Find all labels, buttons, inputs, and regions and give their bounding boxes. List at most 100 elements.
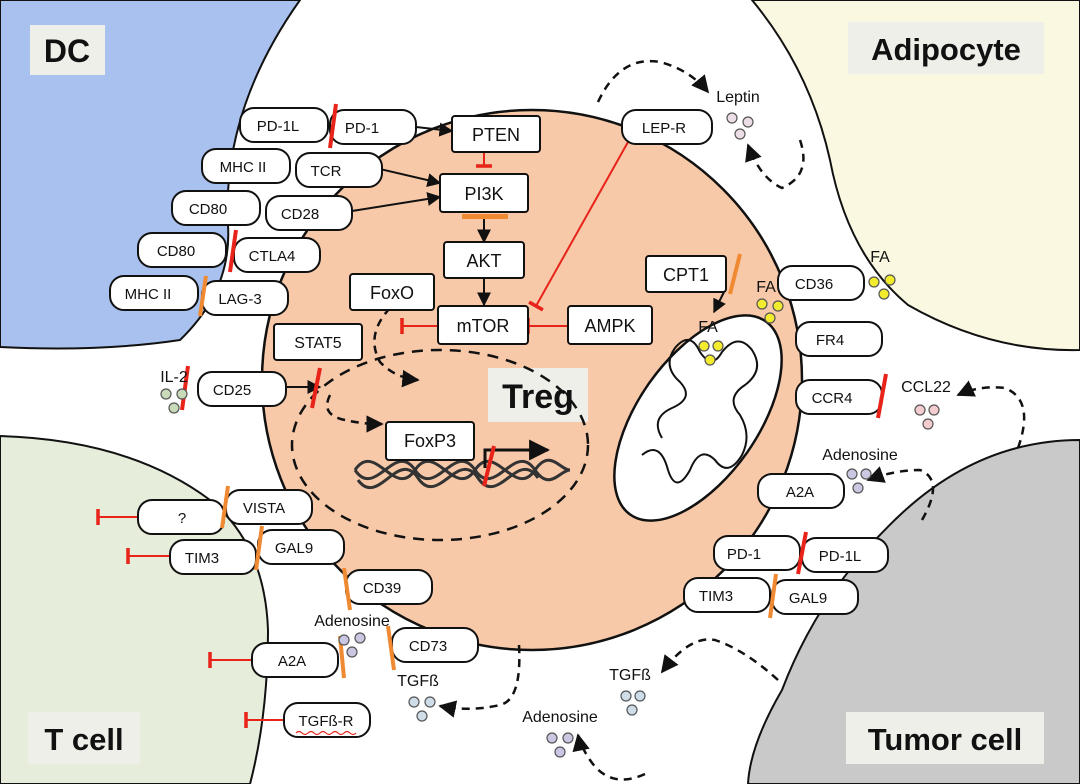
pill-tim3-right[interactable]: TIM3 [683,577,771,613]
nucleus-dashed [290,348,590,542]
svg-text:MHC II: MHC II [220,159,267,176]
pill-vista[interactable]: VISTA [225,489,313,525]
pill-dc-mhc2-b[interactable]: MHC II [109,275,199,311]
fa-dot [698,340,710,352]
adenosine-dot [338,634,350,646]
pill-gal9[interactable]: GAL9 [257,529,345,565]
pill-dc-pd1l[interactable]: PD-1L [239,107,329,143]
adenosine-bottom-label: Adenosine [522,709,598,726]
pill-tcell-unknown[interactable]: ? [137,499,225,535]
pill-lepr[interactable]: LEP-R [621,109,713,145]
svg-text:PTEN: PTEN [472,125,520,145]
box-pten[interactable]: PTEN [451,115,541,153]
svg-text:CD25: CD25 [213,382,251,399]
svg-text:CD39: CD39 [363,580,401,597]
svg-text:AMPK: AMPK [584,316,635,336]
pill-tumor-pd1l[interactable]: PD-1L [801,537,889,573]
svg-text:TCR: TCR [311,163,342,180]
pill-tcr[interactable]: TCR [295,152,383,188]
fa-dot [772,300,784,312]
leptin-dot [726,112,738,124]
leptin-label: Leptin [716,89,760,106]
inhibition-lines [96,141,629,728]
svg-text:MHC II: MHC II [125,286,172,303]
svg-text:CCR4: CCR4 [812,390,853,407]
svg-text:PD-1L: PD-1L [819,548,862,565]
pill-cd28[interactable]: CD28 [265,195,353,231]
adenosine-dot [546,732,558,744]
leptin-dot [742,116,754,128]
svg-text:LAG-3: LAG-3 [218,291,261,308]
svg-text:TGFß-R: TGFß-R [299,713,354,730]
adipocyte-cell-shape [750,0,1080,352]
ccl22-dot [914,404,926,416]
pi3k-orange-block [462,214,508,219]
svg-text:CD28: CD28 [281,206,319,223]
pill-cd25[interactable]: CD25 [197,371,287,407]
pill-lag3[interactable]: LAG-3 [201,280,289,316]
svg-text:STAT5: STAT5 [294,335,342,352]
box-foxo[interactable]: FoxO [349,273,435,311]
pill-pd1[interactable]: PD-1 [329,109,417,145]
box-cpt1[interactable]: CPT1 [645,255,727,293]
svg-text:AKT: AKT [466,251,501,271]
fa-dot [868,276,880,288]
foxp3-promoter-block [482,445,496,487]
il2-dot [168,402,180,414]
box-foxp3[interactable]: FoxP3 [385,421,475,461]
svg-text:?: ? [178,510,186,527]
adipocyte-label: Adipocyte [871,32,1021,67]
tcell-label: T cell [44,722,123,757]
pill-fr4[interactable]: FR4 [795,321,883,357]
tcell-label-bg [28,712,140,764]
pill-tcell-tgfbr[interactable]: TGFß-R [283,702,371,738]
tgfb-dot [634,690,646,702]
svg-text:CD36: CD36 [795,276,833,293]
pill-ccr4[interactable]: CCR4 [795,379,883,415]
pill-dc-mhc2-a[interactable]: MHC II [201,148,291,184]
leptin-dot [734,128,746,140]
svg-text:PD-1L: PD-1L [257,118,300,135]
dc-label-bg [30,25,105,75]
svg-text:FR4: FR4 [816,332,844,349]
box-pi3k[interactable]: PI3K [439,173,529,213]
pill-tcell-a2a[interactable]: A2A [251,642,339,678]
box-stat5[interactable]: STAT5 [273,323,363,361]
svg-text:PD-1: PD-1 [345,120,379,137]
treg-label: Treg [502,378,574,416]
box-akt[interactable]: AKT [443,241,525,279]
pill-pd1-right[interactable]: PD-1 [713,535,801,571]
adenosine-dot [346,646,358,658]
pill-dc-cd80-b[interactable]: CD80 [137,232,227,268]
svg-text:VISTA: VISTA [243,500,285,517]
fa-dot [712,340,724,352]
pill-dc-cd80-a[interactable]: CD80 [171,190,261,226]
dna-helix-icon [353,458,571,489]
tgfb-dot [408,696,420,708]
pill-ctla4[interactable]: CTLA4 [233,237,321,273]
box-mtor[interactable]: mTOR [437,305,529,345]
tgfb-left-label: TGFß [397,673,439,690]
pill-tcell-tim3[interactable]: TIM3 [169,539,257,575]
fa-mid-label: FA [756,279,776,296]
adenosine-right-label: Adenosine [822,447,898,464]
transcription-arrow-icon [483,439,551,468]
tumor-label-bg [846,712,1044,764]
adenosine-dot [554,746,566,758]
pill-cd36[interactable]: CD36 [777,265,865,301]
pill-cd73[interactable]: CD73 [391,627,479,663]
svg-text:GAL9: GAL9 [789,590,827,607]
box-ampk[interactable]: AMPK [567,305,653,345]
dc-label: DC [44,33,90,69]
pill-tumor-gal9[interactable]: GAL9 [771,579,859,615]
svg-text:PD-1: PD-1 [727,546,761,563]
soluble-dots [160,112,940,758]
fa-inner-label: FA [698,319,718,336]
tgfb-dot [424,696,436,708]
pill-cd39[interactable]: CD39 [345,569,433,605]
pill-a2a-treg[interactable]: A2A [757,473,845,509]
adenosine-dot [354,632,366,644]
svg-text:FoxP3: FoxP3 [404,431,456,451]
svg-text:A2A: A2A [278,653,306,670]
